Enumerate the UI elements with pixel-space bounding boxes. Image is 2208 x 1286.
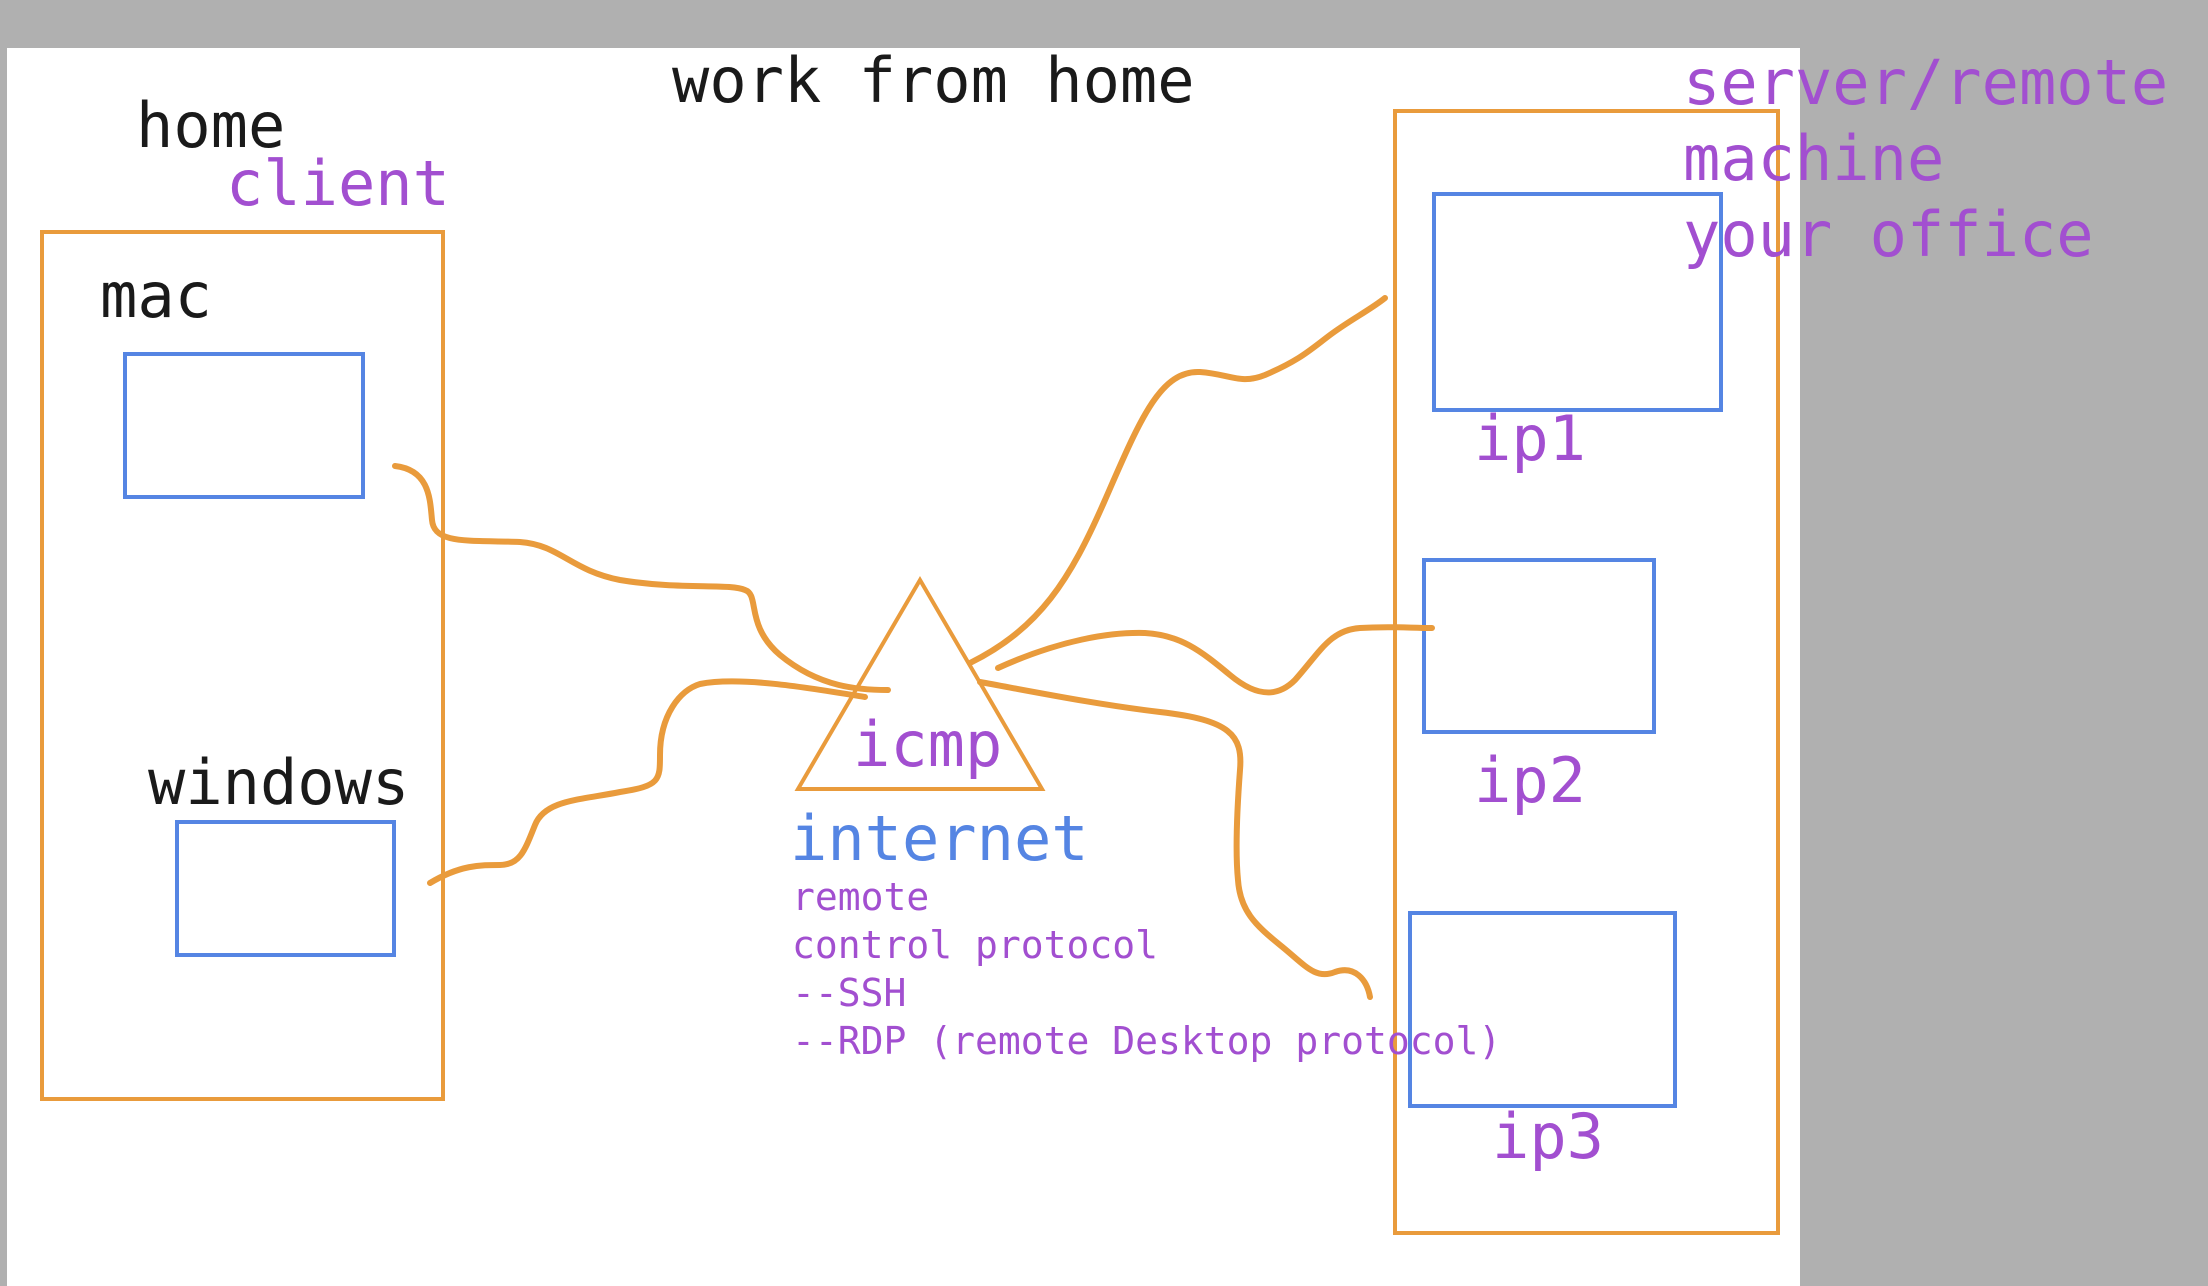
mac-box [123,352,365,499]
mac-label: mac [100,259,212,332]
diagram-title: work from home [672,44,1195,117]
ip1-box [1432,192,1723,412]
server-heading-line: server/remote [1683,46,2169,119]
connection-internet-ip3 [977,679,1373,1000]
connection-internet-ip1 [967,295,1388,666]
connection-internet-ip2 [995,624,1435,696]
server-heading-line: machine [1683,122,1945,195]
protocol-note: control protocol [792,923,1159,967]
protocol-note: --RDP (remote Desktop protocol) [792,1019,1502,1063]
server-heading: server/remote machine your office [1683,52,2168,280]
client-heading: home [136,89,286,162]
icmp-label: icmp [853,708,1003,781]
whiteboard-canvas [7,48,1800,1286]
protocol-note: --SSH [792,971,907,1015]
ip3-box [1408,911,1677,1108]
ip1-label: ip1 [1474,402,1586,475]
client-container [40,230,445,1101]
windows-label: windows [148,746,410,819]
windows-box [175,820,396,957]
protocol-note: remote [792,875,930,919]
internet-label: internet [790,802,1089,875]
server-container [1393,109,1780,1235]
ip2-label: ip2 [1474,744,1586,817]
connection-windows-internet [427,678,868,886]
client-role-label: client [226,147,450,220]
connection-mac-internet [392,463,891,693]
ip3-label: ip3 [1492,1100,1604,1173]
ip2-box [1422,558,1656,734]
server-heading-line: your office [1683,198,2094,271]
protocol-notes: remote control protocol --SSH --RDP (rem… [792,878,1501,1070]
